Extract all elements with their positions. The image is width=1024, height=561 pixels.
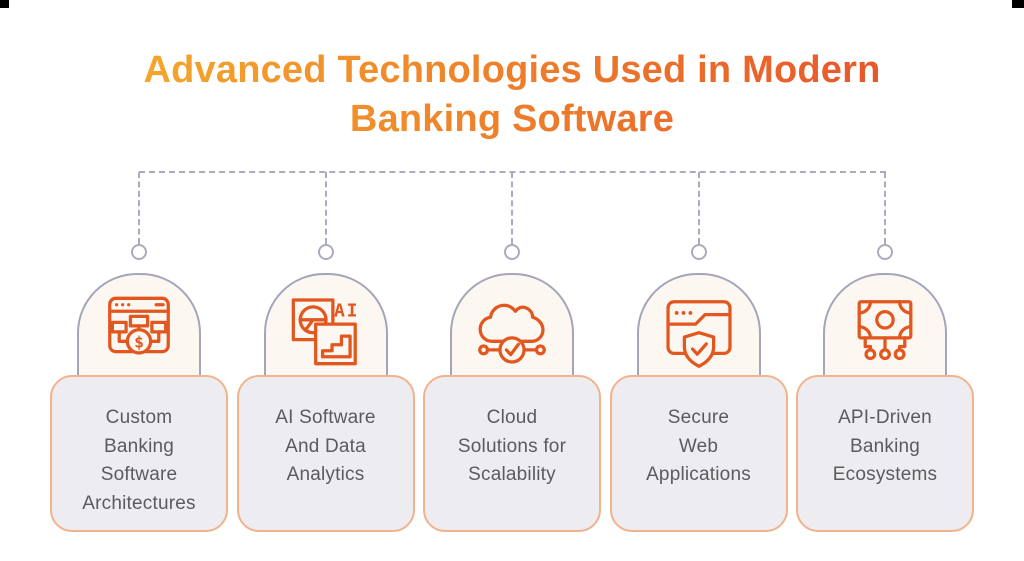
banking-software-architecture-icon: $ [96,288,182,374]
card-label: API-Driven Banking Ecosystems [832,407,938,485]
card-label: Secure Web Applications [646,407,751,485]
connector-drop-3 [511,172,513,244]
crop-mark-top-right [1012,0,1024,8]
ai-data-analytics-icon: AI [283,288,369,374]
dollar-sign-glyph: $ [134,332,144,351]
card-label: AI Software And Data Analytics [275,407,376,485]
tech-card-custom-banking: Custom Banking Software Architectures [50,375,228,532]
connector-drop-2 [324,172,327,244]
card-label: Custom Banking Software Architectures [82,407,196,514]
cloud-check-icon [469,288,555,374]
connector-node-5 [877,244,893,260]
crop-mark-top-left [0,0,9,8]
tech-card-api-driven: API-Driven Banking Ecosystems [796,375,974,532]
ai-label-glyph: AI [334,300,359,321]
connector-drop-5 [884,172,886,244]
secure-web-shield-icon [656,288,742,374]
connector-node-2 [317,244,334,260]
connector-node-1 [131,244,147,260]
tech-card-ai-analytics: AI Software And Data Analytics [236,375,415,532]
api-banking-money-icon [842,288,928,374]
tech-card-secure-web: Secure Web Applications [609,375,788,532]
tech-card-cloud-solutions: Cloud Solutions for Scalability [423,375,601,532]
connector-drop-1 [138,172,140,244]
connector-node-4 [690,244,707,260]
card-label: Cloud Solutions for Scalability [457,407,567,485]
connector-drop-4 [697,172,700,244]
connector-node-3 [504,244,520,260]
page-title: Advanced Technologies Used in Modern Ban… [143,46,880,144]
